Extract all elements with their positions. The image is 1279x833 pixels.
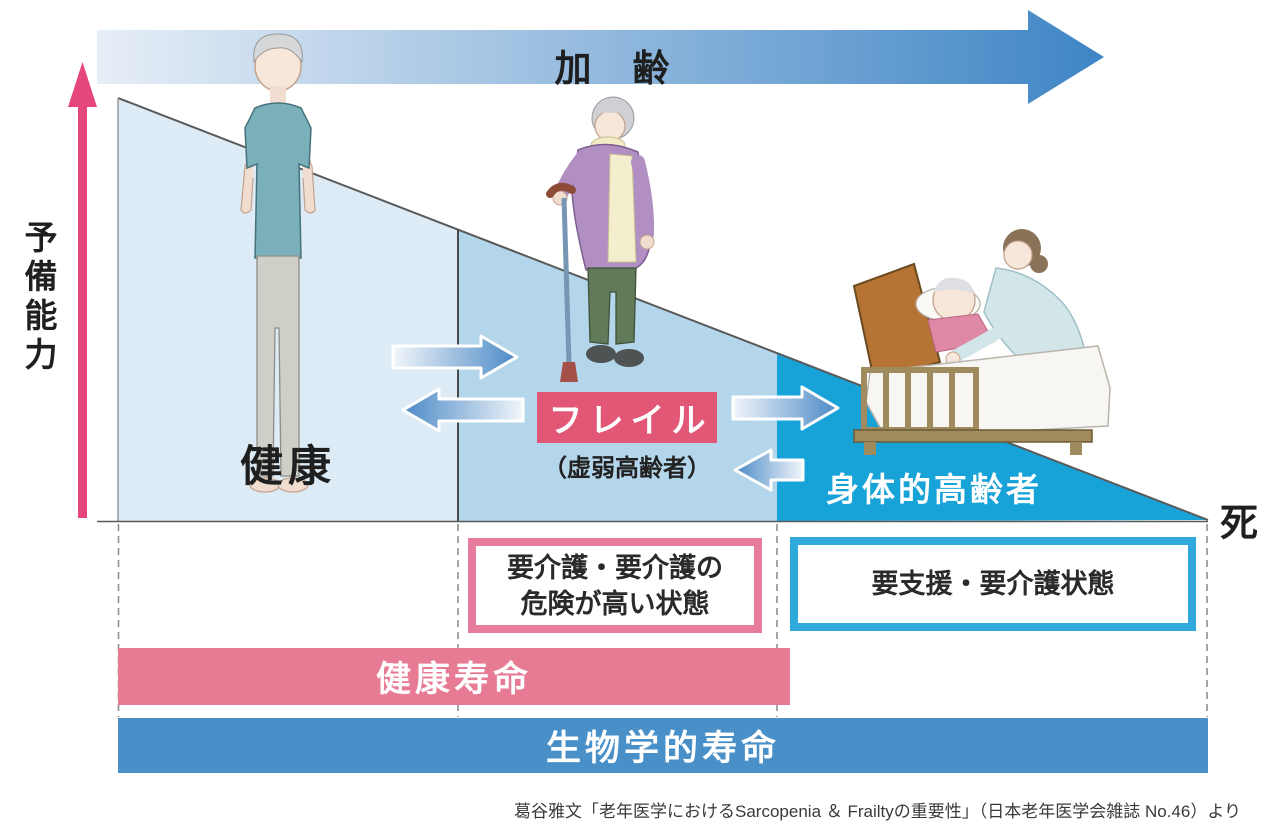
section-healthy-label: 健康 xyxy=(240,443,336,491)
frail-tag: フレイル xyxy=(537,392,717,443)
arrow-healthy-to-frail-icon xyxy=(391,334,519,380)
frail-sublabel: （虚弱高齢者） xyxy=(543,455,711,482)
reserve-capacity-axis-label: 予備能力 xyxy=(20,220,57,376)
aging-arrow-icon xyxy=(97,10,1104,104)
biological-lifespan-bar: 生物学的寿命 xyxy=(118,718,1208,773)
citation-text: 葛谷雅文「老年医学におけるSarcopenia ＆ Frailtyの重要性」（日… xyxy=(514,802,1241,821)
reserve-capacity-arrow-icon xyxy=(68,62,97,518)
arrow-disabled-to-frail-icon xyxy=(733,448,805,492)
healthy-lifespan-label: 健康寿命 xyxy=(375,660,532,699)
frail-risk-status-box: 要介護・要介護の 危険が高い状態 xyxy=(468,538,762,633)
frail-tag-label: フレイル xyxy=(548,402,713,440)
bedridden-person-illustration xyxy=(852,229,1111,455)
healthy-person-illustration xyxy=(240,33,316,493)
transition-arrows xyxy=(391,334,840,492)
biological-lifespan-label: 生物学的寿命 xyxy=(545,729,780,768)
arrow-frail-to-disabled-icon xyxy=(731,385,840,431)
section-frail-area xyxy=(458,229,777,521)
care-need-status-box: 要支援・要介護状態 xyxy=(790,537,1196,631)
section-disabled-label: 身体的高齢者 xyxy=(826,471,1042,508)
aging-arrow-label: 加 齢 xyxy=(554,48,672,89)
death-label: 死 xyxy=(1220,503,1259,545)
arrow-frail-to-healthy-icon xyxy=(401,387,525,433)
healthy-lifespan-bar: 健康寿命 xyxy=(118,648,790,705)
care-need-label: 要支援・要介護状態 xyxy=(871,569,1115,599)
frail-risk-line1: 要介護・要介護の xyxy=(507,552,723,583)
frail-risk-line2: 危険が高い状態 xyxy=(520,588,710,619)
frail-person-illustration xyxy=(546,96,655,382)
